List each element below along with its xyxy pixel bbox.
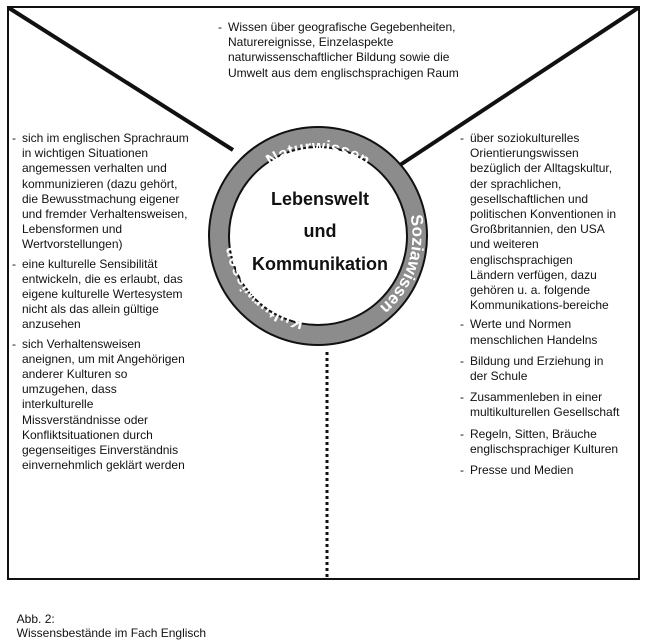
left-text-item: sich im englischen Sprachraum in wichtig… [12,131,190,253]
right-text-item: Bildung und Erziehung in der Schule [460,354,620,384]
left-text-item: eine kulturelle Sensibilität entwickeln,… [12,257,190,333]
diagram-graphic: Naturwissen Kulturwissen Soziawissen Leb… [7,6,640,580]
caption-text: Wissensbestände im Fach Englisch [16,626,207,640]
top-text-item: Wissen über geografische Gegebenheiten, … [218,20,488,81]
right-text-intro: über soziokulturelles Orientierungswisse… [460,131,620,313]
center-circle [228,146,408,326]
right-text-item: Presse und Medien [460,463,620,478]
right-text-item: Regeln, Sitten, Bräuche englischsprachig… [460,427,620,457]
right-divider-line [395,6,640,169]
right-text-item: Werte und Normen menschlichen Handelns [460,317,620,347]
left-text-item: sich Verhaltensweisen aneignen, um mit A… [12,337,190,474]
center-line-1: Lebenswelt [271,189,369,209]
right-text-item: Zusammenleben in einer multikulturellen … [460,390,620,420]
caption-label: Abb. 2: [16,612,55,626]
right-text-block: über soziokulturelles Orientierungswisse… [460,131,620,478]
center-line-3: Kommunikation [252,254,388,274]
left-divider-line [7,6,235,152]
figure-caption: Abb. 2: Wissensbestände im Fach Englisch [10,598,206,640]
top-text-block: Wissen über geografische Gegebenheiten, … [218,20,488,81]
diagram-frame [7,6,640,580]
center-line-2: und [304,221,337,241]
left-text-block: sich im englischen Sprachraum in wichtig… [12,131,190,473]
